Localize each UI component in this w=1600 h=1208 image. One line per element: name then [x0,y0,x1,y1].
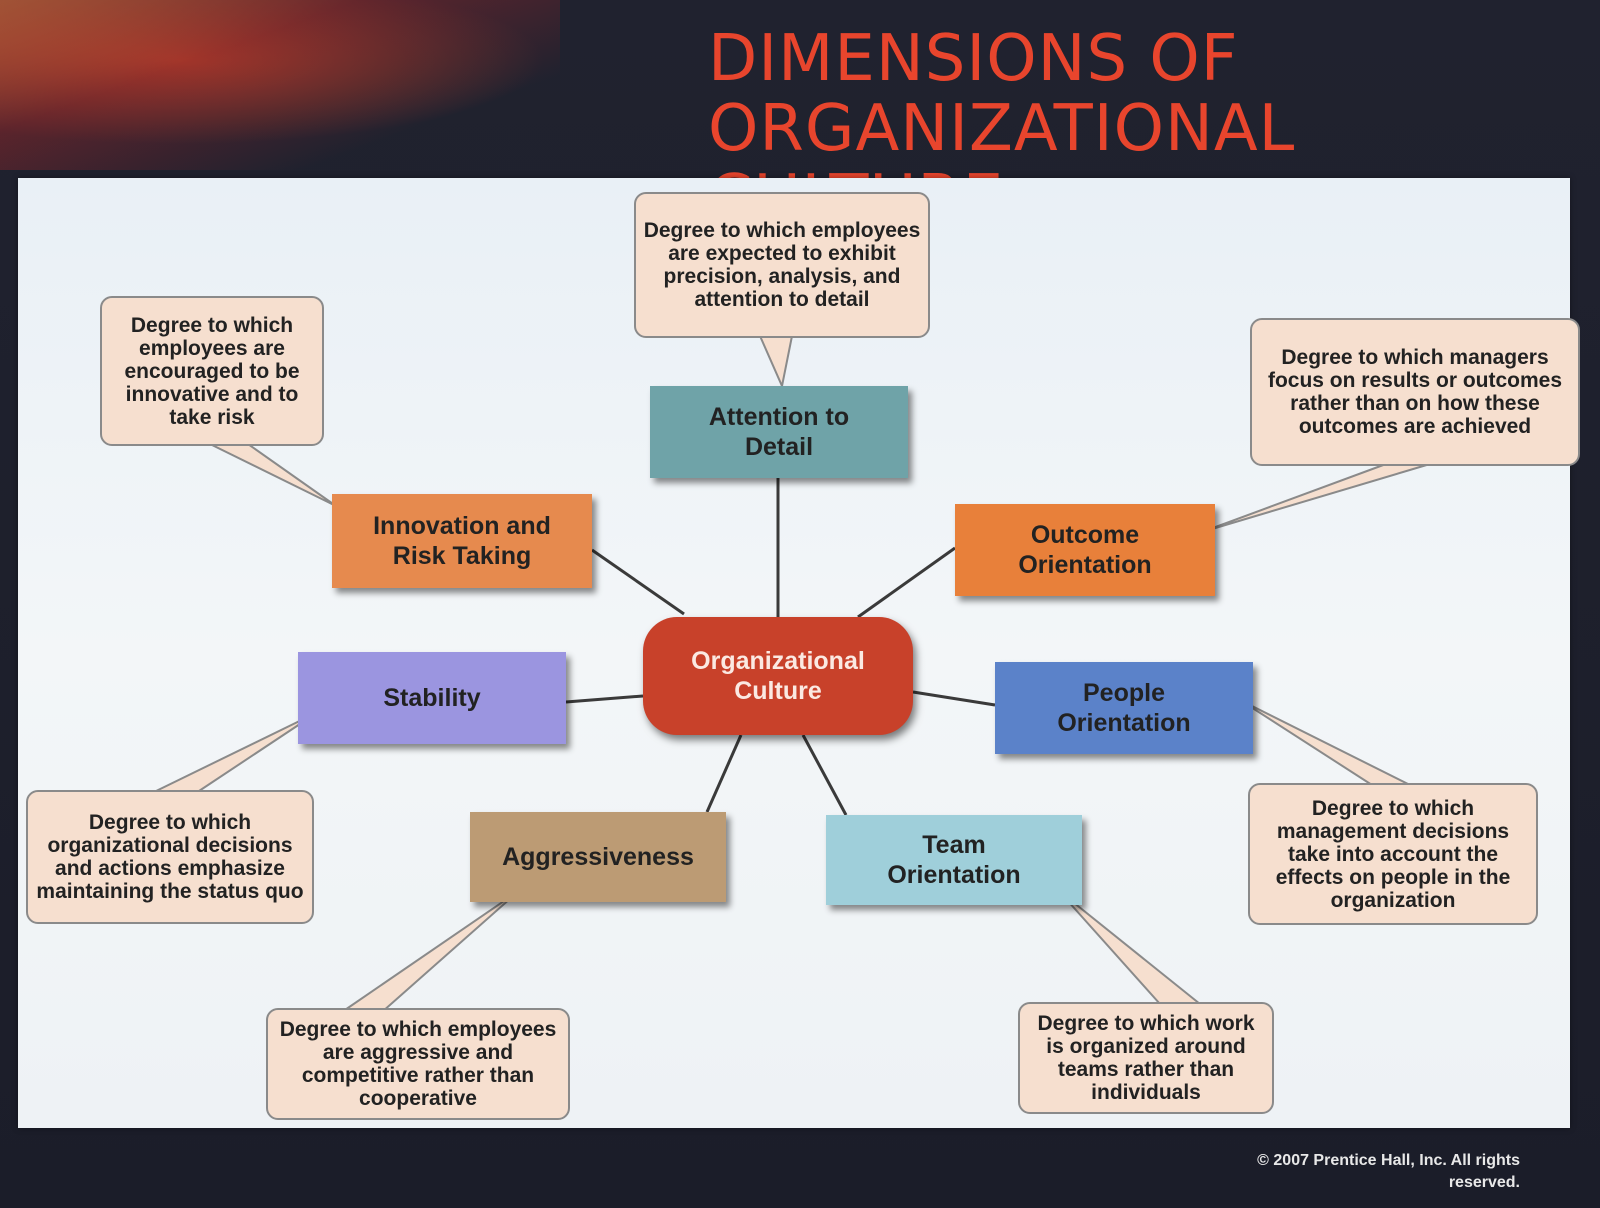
callout-stability-text: Degree to which organizational decisions… [36,811,304,903]
pointer-people [1239,699,1411,786]
dimension-people-line1: People [1083,679,1165,707]
dimension-outcome-orientation: Outcome Orientation [955,504,1215,596]
callout-innovation-text: Degree to which employees are encouraged… [124,313,300,429]
dimension-attention-line2: Detail [744,433,814,461]
dimension-innovation-line2: Risk Taking [392,542,532,570]
callout-outcome: Degree to which managers focus on result… [1250,318,1580,466]
center-node-organizational-culture: Organizational Culture [643,617,913,735]
dimension-aggressiveness-label: Aggressiveness [502,843,694,871]
callout-stability: Degree to which organizational decisions… [26,790,314,924]
dimension-people-orientation: People Orientation [995,662,1253,754]
pointer-team [1057,889,1201,1005]
dimension-team-orientation: Team Orientation [826,815,1082,905]
connector-outcome [857,546,956,619]
copyright-notice: © 2007 Prentice Hall, Inc. All rights re… [1257,1152,1520,1191]
connector-team [801,734,848,816]
dimension-aggressiveness: Aggressiveness [470,812,726,902]
dimension-innovation-line1: Innovation and [373,512,551,540]
callout-attention: Degree to which employees are expected t… [634,192,930,338]
callout-aggressiveness: Degree to which employees are aggressive… [266,1008,570,1120]
pointer-aggressiveness [341,889,521,1013]
title-line-1: DIMENSIONS OF [708,22,1239,96]
callout-people-text: Degree to which management decisions tak… [1275,796,1511,912]
dimension-attention-line1: Attention to [708,403,850,431]
pointer-stability [151,711,319,794]
connector-innovation [591,548,685,616]
pointer-outcome [1201,463,1431,533]
callout-aggressiveness-text: Degree to which employees are aggressive… [279,1018,557,1110]
dimension-team-line2: Orientation [887,861,1021,889]
dimension-people-line2: Orientation [1057,709,1191,737]
callout-team-text: Degree to which work is organized around… [1037,1012,1255,1104]
callout-outcome-text: Degree to which managers focus on result… [1267,346,1563,438]
pointer-attention [759,335,793,387]
callout-attention-text: Degree to which employees are expected t… [643,219,921,311]
connector-aggressiveness [705,734,743,813]
center-line2: Culture [734,677,822,705]
dimension-outcome-line1: Outcome [1030,521,1140,549]
dimension-outcome-line2: Orientation [1018,551,1152,579]
dimension-innovation-risk: Innovation and Risk Taking [332,494,592,588]
pointer-innovation [209,443,337,507]
connector-people [912,690,996,707]
connector-stability [565,694,644,704]
dimension-stability: Stability [298,652,566,744]
decorative-swoosh [0,0,560,170]
callout-people: Degree to which management decisions tak… [1248,783,1538,925]
callout-team: Degree to which work is organized around… [1018,1002,1274,1114]
callout-innovation: Degree to which employees are encouraged… [100,296,324,446]
dimension-team-line1: Team [922,831,986,859]
dimension-stability-label: Stability [383,684,481,712]
center-line1: Organizational [691,647,865,675]
dimension-attention-to-detail: Attention to Detail [650,386,908,478]
